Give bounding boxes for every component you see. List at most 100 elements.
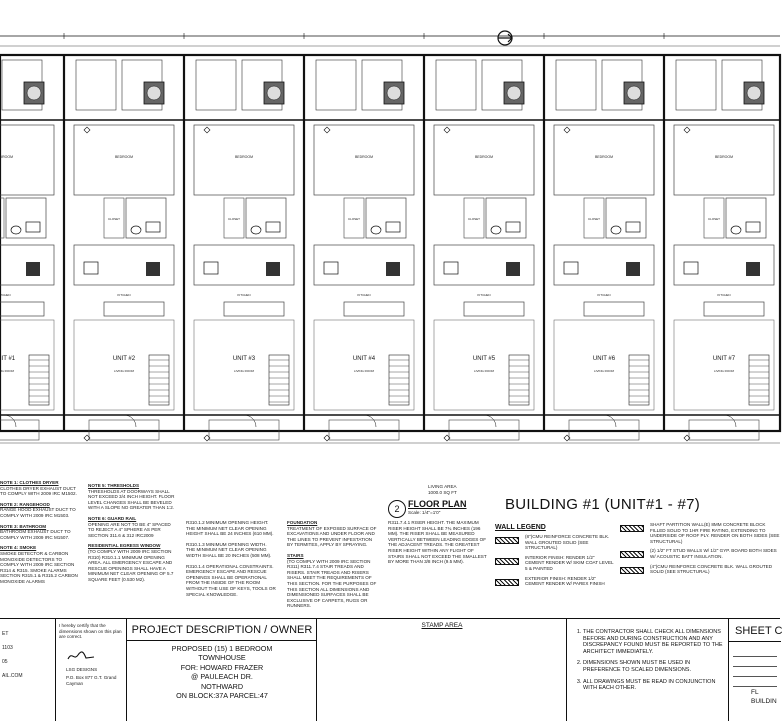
project-line: PROPOSED (15) 1 BEDROOM xyxy=(127,644,317,653)
fridge-icon xyxy=(444,262,458,274)
living-label: LIVING ROOM xyxy=(714,369,735,373)
closet-label: CLOSET xyxy=(708,217,720,221)
living-label: LIVING ROOM xyxy=(114,369,135,373)
bedroom xyxy=(74,125,174,195)
legend-item: EXTERIOR FINISH: RENDER 1/2" CEMENT REND… xyxy=(495,576,615,587)
unit-label: UNIT #7 xyxy=(713,356,736,362)
sheet-label: FL xyxy=(751,689,759,696)
legend-item: (8")CMU REINFORCE CONCRETE BLK. WALL GRO… xyxy=(495,534,615,551)
kitchen-island xyxy=(344,302,404,316)
section-tag-icon xyxy=(204,127,210,133)
fridge-icon xyxy=(84,262,98,274)
closet-label: CLOSET xyxy=(108,217,120,221)
unit-label: UNIT #5 xyxy=(473,356,496,362)
stairs xyxy=(149,355,169,405)
door-swing xyxy=(604,415,616,427)
closet-label: CLOSET xyxy=(228,217,240,221)
sink-icon xyxy=(146,222,160,232)
fridge-icon xyxy=(204,262,218,274)
certify-text: I hereby certify that the dimensions sho… xyxy=(56,619,126,644)
closet-label: CLOSET xyxy=(588,217,600,221)
wall-legend-title: WALL LEGEND xyxy=(495,524,546,531)
sheet-sub: BUILDIN xyxy=(751,698,777,705)
kitchen-label: KITCHEN xyxy=(117,293,130,297)
designer-name: LSG DESIGNS xyxy=(66,667,97,673)
unit-label: UNIT #6 xyxy=(593,356,616,362)
wall-swatch-icon xyxy=(620,567,644,574)
note-text: R310.1.4 OPERATIONAL CONSTRAINTS. EMERGE… xyxy=(186,564,276,598)
stairs xyxy=(269,355,289,405)
living-room xyxy=(194,320,294,410)
note-text: R310.1.3 MINIMUM OPENING WIDTH. THE MINI… xyxy=(186,542,276,559)
living-label: LIVING ROOM xyxy=(234,369,255,373)
fan-icon xyxy=(27,86,41,100)
closet-label: CLOSET xyxy=(348,217,360,221)
general-notes-cell: THE CONTRACTOR SHALL CHECK ALL DIMENSION… xyxy=(566,619,727,721)
wall-swatch-icon xyxy=(620,551,644,558)
signature-icon xyxy=(66,649,96,663)
porch-box xyxy=(196,60,236,110)
project-line: FOR: HOWARD FRAZER xyxy=(127,663,317,672)
toilet-icon xyxy=(371,226,381,234)
sink-icon xyxy=(506,222,520,232)
notes-column-3: R310.1.2 MINIMUM OPENING HEIGHT. THE MIN… xyxy=(186,520,276,602)
bedroom-label: BEDROOM xyxy=(115,155,133,159)
bedroom xyxy=(434,125,534,195)
wall-swatch-icon xyxy=(495,558,519,565)
project-cell: PROJECT DESCRIPTION / OWNER PROPOSED (15… xyxy=(126,619,317,721)
stove-icon xyxy=(386,262,400,276)
stove-icon xyxy=(506,262,520,276)
note-text: OPENING ARE NOT TO BE 4" SPACED TO REJEC… xyxy=(88,522,178,539)
living-room xyxy=(0,320,54,410)
living-room xyxy=(74,320,174,410)
note-text: RANGE HOOD EXHAUST DUCT TO COMPLY WITH 2… xyxy=(0,507,80,518)
bedroom-label: BEDROOM xyxy=(715,155,733,159)
fan-icon xyxy=(387,86,401,100)
living-label: LIVING ROOM xyxy=(594,369,615,373)
kitchen-label: KITCHEN xyxy=(0,293,11,297)
general-note: ALL DRAWINGS MUST BE READ IN CONJUNCTION… xyxy=(583,679,727,692)
legend-text: (8")CMU REINFORCE CONCRETE BLK. WALL GRO… xyxy=(525,534,615,551)
bedroom xyxy=(554,125,654,195)
fan-icon xyxy=(747,86,761,100)
kitchen-island xyxy=(704,302,764,316)
fridge-icon xyxy=(684,262,698,274)
po-box: P.O. Box 877 G.T. Grand Cayman xyxy=(66,675,126,686)
bedroom-label: BEDROOM xyxy=(0,155,13,159)
wall-swatch-icon xyxy=(495,537,519,544)
bedroom xyxy=(194,125,294,195)
legend-item: INTERIOR FINISH: RENDER 1/2" CEMENT REND… xyxy=(495,555,615,572)
living-room xyxy=(554,320,654,410)
legend-item: SHAFT PARTITION WALL(E) 8MM CONCRETE BLO… xyxy=(620,522,780,544)
general-note: THE CONTRACTOR SHALL CHECK ALL DIMENSION… xyxy=(583,629,727,655)
door-swing xyxy=(4,415,16,427)
project-line: @ PAULEACH DR. xyxy=(127,672,317,681)
north-arrow-icon xyxy=(498,31,512,45)
legend-text: (2) 1/2" FT STUD WALLS W/ 1/2" GYP. BOAR… xyxy=(650,548,780,559)
sheet-rows xyxy=(733,647,777,687)
fan-icon xyxy=(147,86,161,100)
porch-box xyxy=(316,60,356,110)
porch-box xyxy=(676,60,716,110)
stove-icon xyxy=(146,262,160,276)
note-text: TREATMENT OF EXPOSED SURFACE OF EXCAVATI… xyxy=(287,526,377,548)
kitchen-island xyxy=(464,302,524,316)
living-label: LIVING ROOM xyxy=(0,369,14,373)
door-swing xyxy=(244,415,256,427)
bedroom xyxy=(314,125,414,195)
bedroom-label: BEDROOM xyxy=(355,155,373,159)
living-room xyxy=(434,320,534,410)
legend-text: EXTERIOR FINISH: RENDER 1/2" CEMENT REND… xyxy=(525,576,615,587)
note-text: R311.7.4.1 RISER HEIGHT. THE MAXIMUM RIS… xyxy=(388,520,488,565)
project-line: TOWNHOUSE xyxy=(127,653,317,662)
fan-icon xyxy=(267,86,281,100)
sink-icon xyxy=(626,222,640,232)
legend-text: INTERIOR FINISH: RENDER 1/2" CEMENT REND… xyxy=(525,555,615,572)
stairs xyxy=(509,355,529,405)
kitchen-island xyxy=(584,302,644,316)
